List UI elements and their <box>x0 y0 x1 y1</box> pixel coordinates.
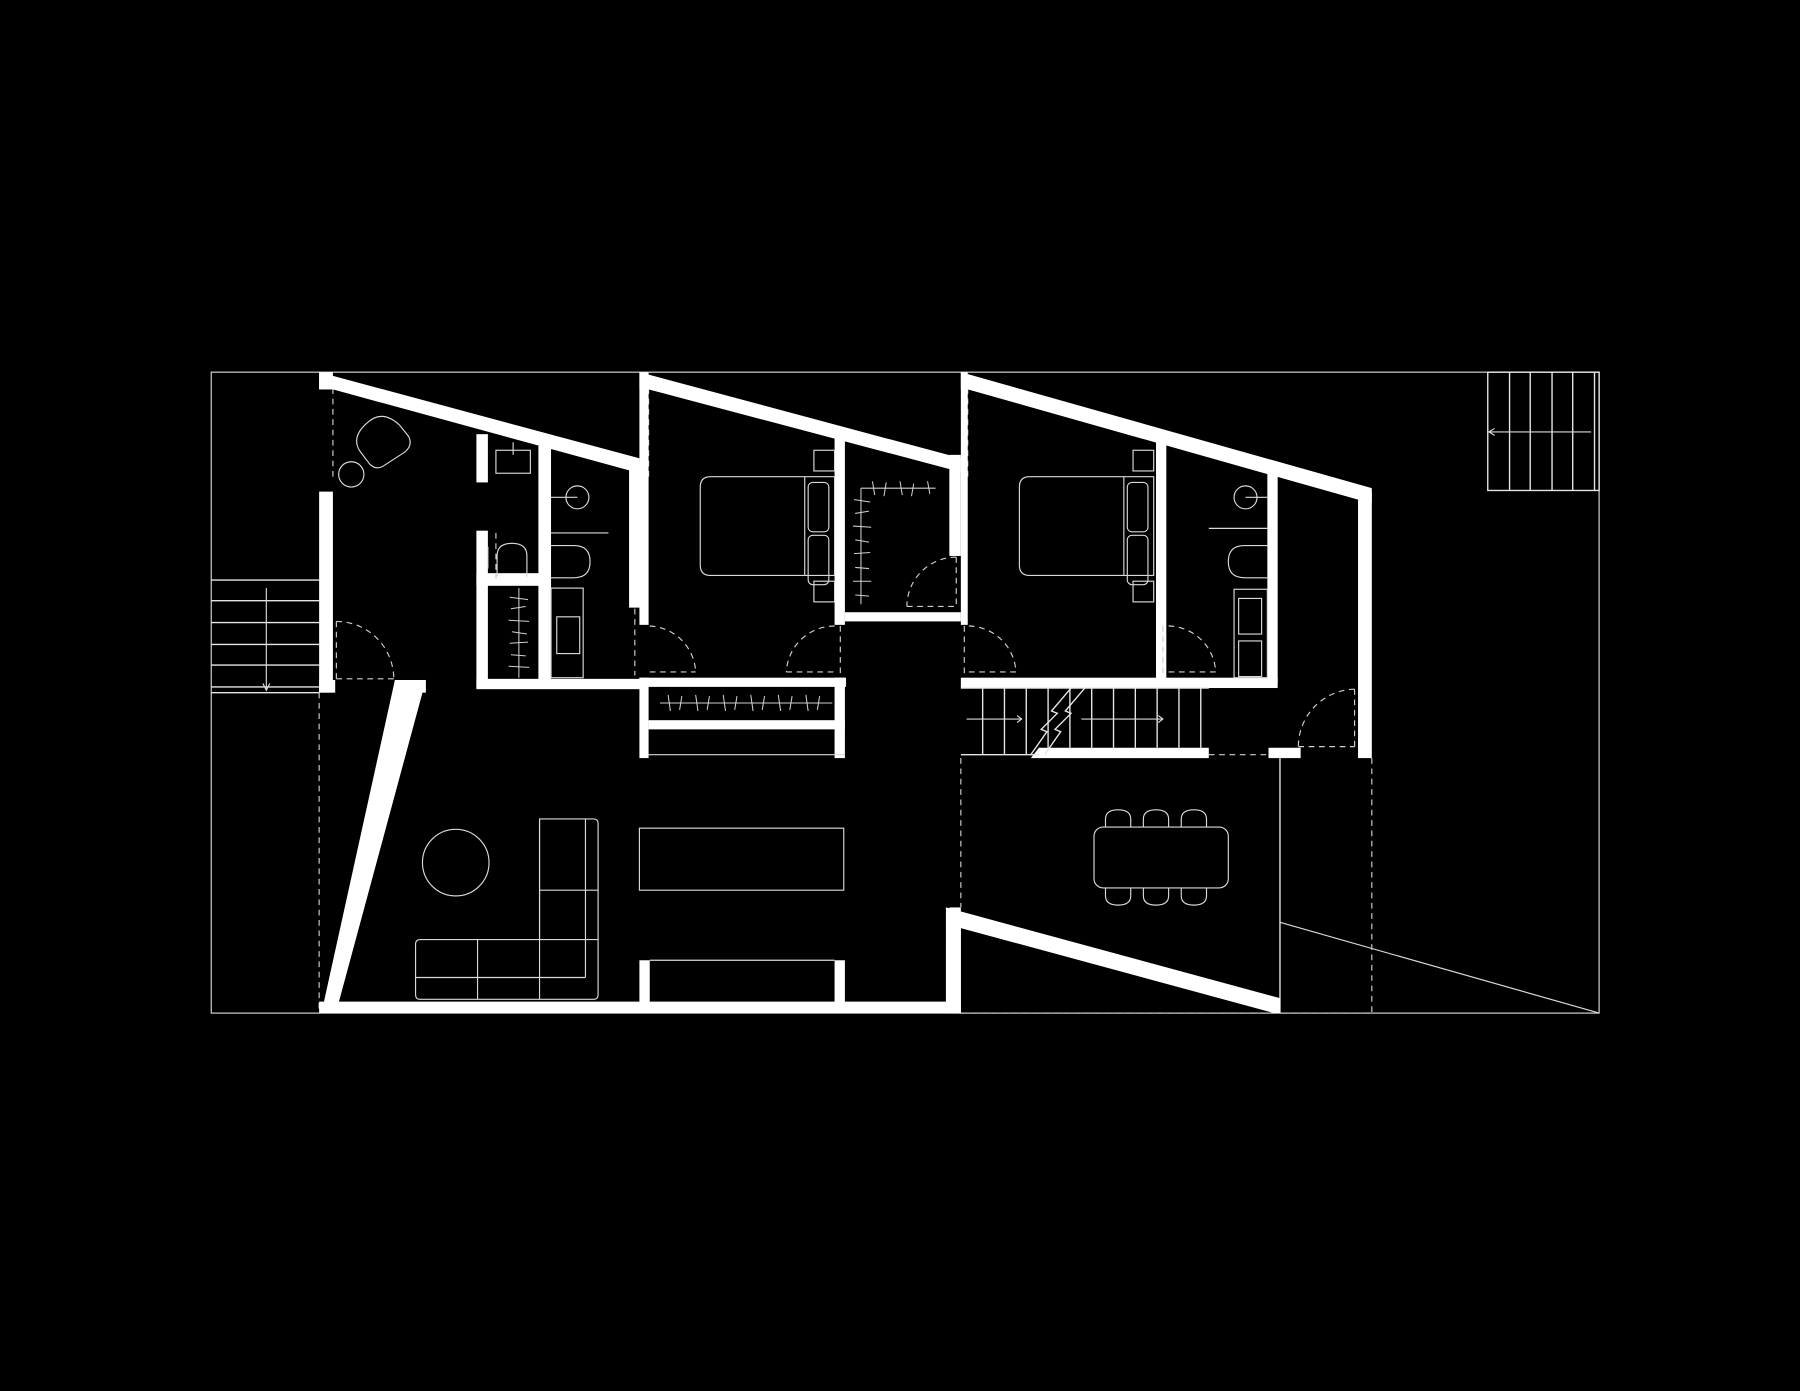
stair-left <box>211 579 320 694</box>
door-swing-closet <box>906 556 957 608</box>
armchair-icon <box>356 415 411 469</box>
walls <box>319 372 1372 1014</box>
door-swing-study <box>335 620 395 680</box>
door-swing-storage <box>1297 688 1356 748</box>
vanity-icon <box>550 587 584 679</box>
hanging-rail-icon <box>660 694 833 712</box>
stair-break-icon <box>1030 687 1072 756</box>
hanging-rail-icon <box>508 588 530 678</box>
door-swing-bedroom-1 <box>649 625 841 678</box>
kitchen-island-icon <box>638 827 845 891</box>
internal-stair <box>960 687 1209 756</box>
dining-table-icon <box>1093 809 1229 906</box>
coffee-table-icon <box>421 828 490 897</box>
door-swing-bedroom-2 <box>963 625 1017 678</box>
terrace-edge <box>1279 921 1600 1014</box>
l-sofa-icon <box>414 818 599 1000</box>
door-swing-bathroom-2 <box>1162 625 1217 678</box>
toilet-icon <box>551 545 591 579</box>
double-vanity-icon <box>1233 588 1268 679</box>
stair-right <box>1487 371 1600 492</box>
double-bed-icon <box>1018 449 1155 603</box>
toilet-icon <box>496 542 528 577</box>
double-bed-icon <box>699 449 836 603</box>
toilet-icon <box>1227 545 1268 579</box>
hanging-rail-icon <box>852 481 936 605</box>
side-table-icon <box>338 461 365 488</box>
